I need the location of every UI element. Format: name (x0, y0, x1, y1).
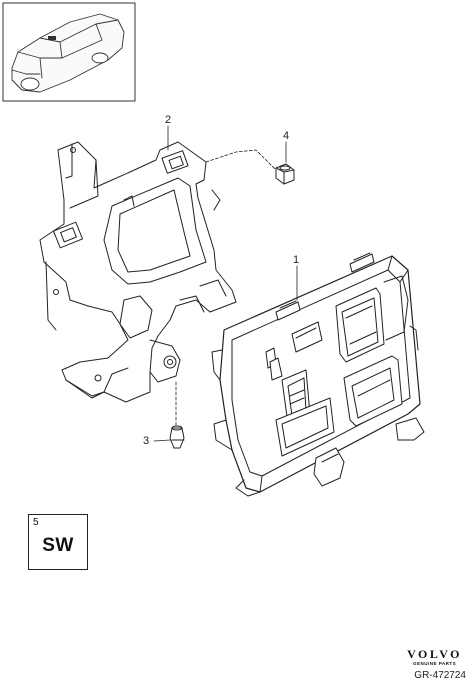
reference-code: GR-472724 (414, 670, 466, 681)
vehicle-location-inset (2, 2, 136, 102)
mounting-bracket (39, 141, 237, 403)
nut (275, 163, 295, 185)
bolt (169, 425, 185, 449)
callout-1: 1 (293, 254, 300, 266)
brand-tagline: GENUINE PARTS (412, 661, 457, 666)
leader-line-3 (153, 439, 171, 442)
software-symbol-number: 5 (33, 517, 39, 528)
callout-3: 3 (143, 435, 150, 447)
volvo-logo: VOLVO GENUINE PARTS (407, 648, 462, 667)
software-symbol-box: 5 SW (28, 514, 88, 570)
leader-lines (153, 125, 298, 442)
brand-name: VOLVO (407, 647, 462, 661)
callout-2: 2 (165, 114, 172, 126)
callout-4: 4 (283, 130, 290, 142)
central-electronic-module (211, 252, 425, 497)
car-illustration (11, 13, 125, 93)
software-symbol-text: SW (42, 535, 74, 556)
alignment-line-nut (205, 149, 277, 171)
